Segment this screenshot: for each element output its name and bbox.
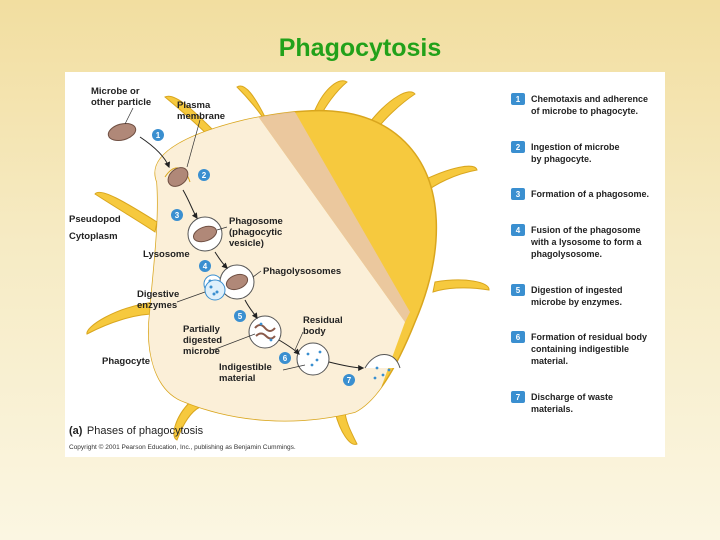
svg-text:3: 3 — [516, 190, 521, 199]
svg-text:5: 5 — [238, 312, 243, 321]
cell-pseudopods — [86, 80, 490, 445]
label-pseudopod: Pseudopod — [69, 214, 121, 225]
svg-text:Formation of a phagosome.: Formation of a phagosome. — [531, 189, 649, 199]
discharge-waste — [364, 354, 401, 380]
svg-text:7: 7 — [347, 376, 352, 385]
cytoplasm-cutaway — [148, 112, 410, 421]
svg-text:5: 5 — [516, 286, 521, 295]
label-phagocyte: Phagocyte — [102, 356, 150, 367]
figure-caption: (a) Phases of phagocytosis — [69, 421, 204, 438]
partially-digested-microbe — [248, 315, 282, 349]
svg-text:1: 1 — [516, 95, 521, 104]
svg-text:1: 1 — [156, 131, 161, 140]
svg-text:2: 2 — [202, 171, 207, 180]
svg-text:6: 6 — [283, 354, 288, 363]
svg-text:2: 2 — [516, 143, 521, 152]
svg-text:7: 7 — [516, 393, 521, 402]
leader-lines — [124, 107, 306, 371]
svg-text:4: 4 — [203, 262, 208, 271]
step-3: 3 Formation of a phagosome. — [511, 188, 649, 200]
phagolysosome — [204, 264, 255, 301]
microbe-free — [107, 122, 137, 142]
diagram-step-badges: 1 2 3 4 5 6 7 — [152, 129, 355, 386]
label-cytoplasm: Cytoplasm — [69, 231, 118, 242]
label-lysosome: Lysosome — [143, 249, 190, 260]
process-arrows — [139, 136, 365, 371]
phagosome — [187, 216, 223, 252]
svg-text:3: 3 — [175, 211, 180, 220]
residual-body — [296, 342, 330, 376]
copyright-notice: Copyright © 2001 Pearson Education, Inc.… — [69, 443, 296, 451]
label-phagolysosomes: Phagolysosomes — [263, 266, 341, 277]
slide-title: Phagocytosis — [278, 34, 442, 62]
svg-text:4: 4 — [516, 226, 521, 235]
svg-text:6: 6 — [516, 333, 521, 342]
microbe-ingesting — [167, 167, 189, 187]
